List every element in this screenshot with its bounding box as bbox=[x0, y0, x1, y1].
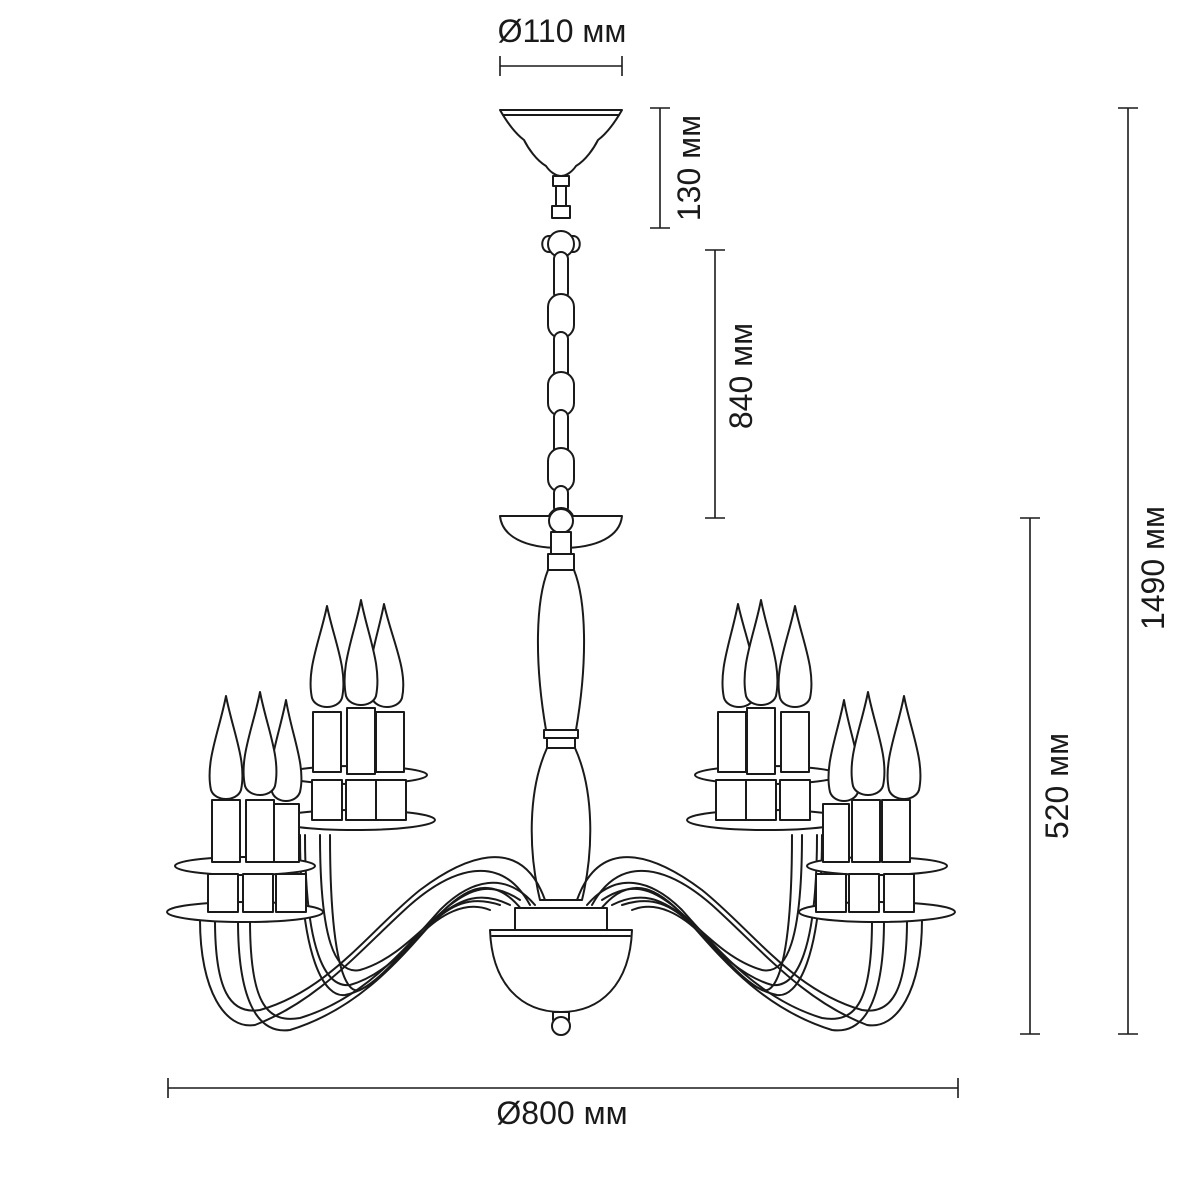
arms-left bbox=[199, 834, 546, 1032]
candle bbox=[269, 699, 303, 863]
candle bbox=[343, 599, 379, 775]
total-height-label: 1490 мм bbox=[1135, 506, 1171, 630]
overall-diameter-label: Ø800 мм bbox=[496, 1095, 627, 1131]
candle bbox=[208, 695, 244, 863]
candle bbox=[309, 605, 345, 773]
candle bbox=[242, 691, 278, 863]
dimension-total-height: 1490 мм bbox=[1118, 107, 1171, 1035]
candle bbox=[743, 599, 779, 775]
central-stem bbox=[530, 553, 592, 901]
dimension-chain-length: 840 мм bbox=[705, 249, 759, 519]
canopy-height-label: 130 мм bbox=[671, 115, 707, 221]
candle-group-front-left bbox=[166, 691, 324, 923]
top-cup bbox=[499, 508, 623, 555]
dimension-overall-diameter: Ø800 мм bbox=[167, 1078, 959, 1131]
canopy-diameter-label: Ø110 мм bbox=[498, 13, 627, 49]
arms-right bbox=[576, 834, 923, 1032]
candle bbox=[881, 695, 922, 863]
candle bbox=[777, 605, 813, 773]
candle bbox=[850, 691, 886, 863]
candle-group-back-left bbox=[274, 599, 436, 831]
chain-length-label: 840 мм bbox=[723, 323, 759, 429]
dimension-body-height: 520 мм bbox=[1020, 517, 1075, 1035]
body-height-label: 520 мм bbox=[1039, 733, 1075, 839]
candle-group-front-right bbox=[798, 691, 956, 923]
suspension-chain bbox=[541, 230, 581, 535]
candle-group-back-right bbox=[686, 599, 848, 831]
dimension-canopy-diameter: Ø110 мм bbox=[498, 13, 627, 76]
center-bowl bbox=[489, 907, 633, 1036]
ceiling-canopy bbox=[499, 109, 623, 219]
dimension-canopy-height: 130 мм bbox=[650, 107, 707, 229]
